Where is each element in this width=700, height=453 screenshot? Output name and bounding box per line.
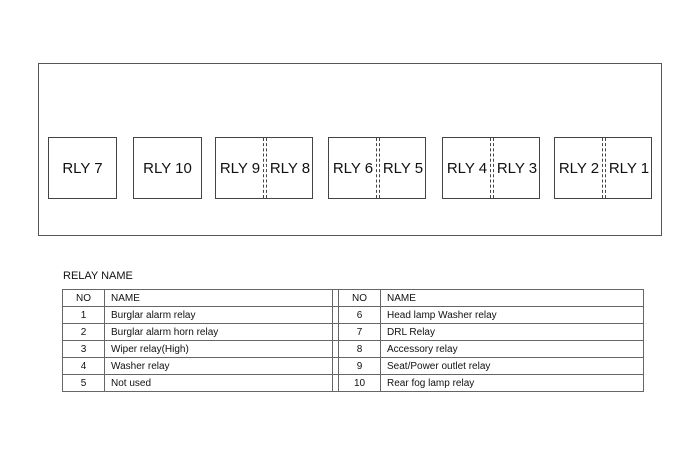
relay-1: RLY 1 [608,159,650,177]
relay-pair-4-3: RLY 4 RLY 3 [442,137,540,199]
relay-4: RLY 4 [446,159,488,177]
relay-6: RLY 6 [332,159,374,177]
row-no: 8 [338,340,381,358]
relay-divider [263,138,264,198]
row-name: Rear fog lamp relay [380,374,644,392]
relay-divider [376,138,377,198]
table-row: 2 Burglar alarm horn relay 7 DRL Relay [62,323,644,341]
relay-pair-2-1: RLY 2 RLY 1 [554,137,652,199]
row-name: Burglar alarm relay [104,306,333,324]
relay-divider [602,138,603,198]
relay-pair-9-8: RLY 9 RLY 8 [215,137,313,199]
row-no: 9 [338,357,381,375]
relay-box-panel [38,63,662,236]
row-no: 2 [62,323,105,341]
relay-divider [266,138,267,198]
row-name: Wiper relay(High) [104,340,333,358]
relay-10: RLY 10 [133,137,202,199]
relay-label: RLY 7 [62,159,103,177]
relay-pair-6-5: RLY 6 RLY 5 [328,137,426,199]
header-no: NO [338,289,381,307]
row-no: 3 [62,340,105,358]
row-name: Burglar alarm horn relay [104,323,333,341]
table-caption: RELAY NAME [63,270,133,282]
relay-9: RLY 9 [219,159,261,177]
row-no: 5 [62,374,105,392]
table-row: 1 Burglar alarm relay 6 Head lamp Washer… [62,306,644,324]
header-no: NO [62,289,105,307]
row-name: Seat/Power outlet relay [380,357,644,375]
row-name: Head lamp Washer relay [380,306,644,324]
relay-3: RLY 3 [496,159,538,177]
relay-label: RLY 10 [143,159,192,177]
row-name: Accessory relay [380,340,644,358]
row-name: Washer relay [104,357,333,375]
table-row: 4 Washer relay 9 Seat/Power outlet relay [62,357,644,375]
header-name: NAME [380,289,644,307]
relay-divider [605,138,606,198]
table-row: 5 Not used 10 Rear fog lamp relay [62,374,644,392]
row-no: 1 [62,306,105,324]
row-no: 6 [338,306,381,324]
row-no: 7 [338,323,381,341]
relay-5: RLY 5 [382,159,424,177]
row-no: 10 [338,374,381,392]
relay-7: RLY 7 [48,137,117,199]
row-no: 4 [62,357,105,375]
relay-8: RLY 8 [269,159,311,177]
relay-divider [493,138,494,198]
row-name: Not used [104,374,333,392]
table-header-row: NO NAME NO NAME [62,289,644,307]
row-name: DRL Relay [380,323,644,341]
relay-2: RLY 2 [558,159,600,177]
relay-divider [379,138,380,198]
header-name: NAME [104,289,333,307]
table-row: 3 Wiper relay(High) 8 Accessory relay [62,340,644,358]
relay-divider [490,138,491,198]
relay-name-table: NO NAME NO NAME 1 Burglar alarm relay 6 … [62,289,644,392]
